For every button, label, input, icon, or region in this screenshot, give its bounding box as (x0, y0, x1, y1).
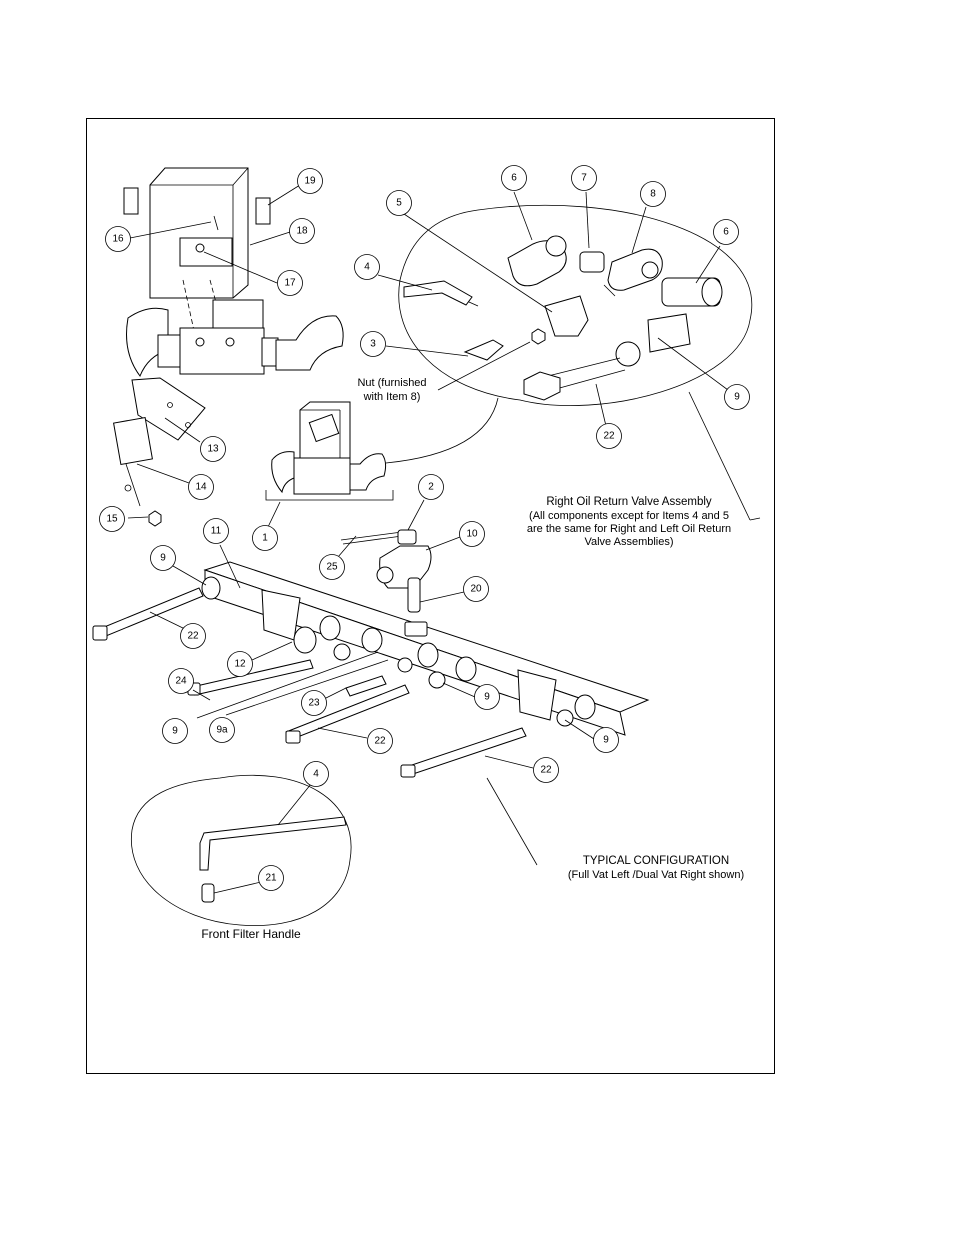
svg-text:1: 1 (262, 533, 268, 544)
callout-21: 21 (258, 865, 284, 891)
callout-18: 18 (289, 218, 315, 244)
leader-lines (127, 184, 761, 894)
callout-12: 12 (227, 651, 253, 677)
right-valve-bubble (398, 204, 753, 406)
gate-valve-assembly (340, 529, 432, 613)
svg-text:5: 5 (396, 198, 402, 209)
svg-text:23: 23 (308, 698, 320, 709)
svg-text:16: 16 (112, 234, 124, 245)
microswitch-assembly (113, 377, 206, 527)
svg-text:15: 15 (106, 514, 118, 525)
tubes (92, 587, 574, 778)
svg-text:7: 7 (581, 173, 587, 184)
callout-22d: 22 (533, 757, 559, 783)
callout-24: 24 (168, 668, 194, 694)
right-valve-note-line3: Valve Assemblies) (584, 536, 673, 548)
svg-text:9: 9 (484, 692, 490, 703)
callout-20: 20 (463, 576, 489, 602)
callout-19: 19 (297, 168, 323, 194)
callout-17: 17 (277, 270, 303, 296)
svg-text:9a: 9a (216, 725, 228, 736)
svg-text:22: 22 (540, 765, 552, 776)
callout-9-a: 9a (209, 717, 235, 743)
diagram-frame (86, 118, 775, 1074)
svg-text:14: 14 (195, 482, 207, 493)
callout-9e: 9 (593, 727, 619, 753)
svg-text:13: 13 (207, 444, 219, 455)
callout-22c: 22 (367, 728, 393, 754)
svg-text:22: 22 (374, 736, 386, 747)
nut-note-line1: Nut (furnished (357, 377, 426, 389)
svg-text:9: 9 (172, 726, 178, 737)
callout-8: 8 (640, 181, 666, 207)
svg-text:9: 9 (160, 553, 166, 564)
callout-3: 3 (360, 331, 386, 357)
right-valve-note-line1: (All components except for Items 4 and 5 (529, 510, 729, 522)
svg-text:6: 6 (511, 173, 517, 184)
svg-text:10: 10 (466, 529, 478, 540)
callout-9d: 9 (474, 684, 500, 710)
svg-text:24: 24 (175, 676, 187, 687)
svg-text:21: 21 (265, 873, 277, 884)
right-valve-note-line2: are the same for Right and Left Oil Retu… (527, 523, 731, 535)
typical-configuration-title: TYPICAL CONFIGURATION (583, 855, 729, 867)
svg-text:4: 4 (364, 262, 370, 273)
svg-text:12: 12 (234, 659, 246, 670)
callout-2: 2 (418, 474, 444, 500)
svg-text:17: 17 (284, 278, 296, 289)
svg-text:9: 9 (734, 392, 740, 403)
svg-text:18: 18 (296, 226, 308, 237)
svg-text:25: 25 (326, 562, 338, 573)
callout-7: 7 (571, 165, 597, 191)
svg-text:19: 19 (304, 176, 316, 187)
callout-25: 25 (319, 554, 345, 580)
callout-4b: 4 (303, 761, 329, 787)
front-filter-handle-label: Front Filter Handle (201, 927, 301, 941)
svg-text:2: 2 (428, 482, 434, 493)
svg-text:3: 3 (370, 339, 376, 350)
callout-6b: 6 (713, 219, 739, 245)
valve-box-assembly (123, 167, 344, 378)
callout-6a: 6 (501, 165, 527, 191)
svg-text:6: 6 (723, 227, 729, 238)
svg-text:11: 11 (211, 526, 222, 537)
callout-10: 10 (459, 521, 485, 547)
svg-text:22: 22 (603, 431, 615, 442)
callout-23: 23 (301, 690, 327, 716)
svg-text:8: 8 (650, 189, 656, 200)
svg-text:9: 9 (603, 735, 609, 746)
small-assembly-item-1 (265, 397, 499, 501)
callout-4a: 4 (354, 254, 380, 280)
nut-note-line2: with Item 8) (363, 391, 421, 403)
svg-text:22: 22 (187, 631, 199, 642)
svg-text:4: 4 (313, 769, 319, 780)
callout-11: 11 (203, 518, 229, 544)
manifold (201, 561, 650, 736)
svg-text:20: 20 (470, 584, 482, 595)
callout-13: 13 (200, 436, 226, 462)
callout-9b: 9 (150, 545, 176, 571)
callout-1: 1 (252, 525, 278, 551)
callout-14: 14 (188, 474, 214, 500)
callout-9c: 9 (162, 718, 188, 744)
callout-22b: 22 (180, 623, 206, 649)
callout-16: 16 (105, 226, 131, 252)
callout-9a: 9 (724, 384, 750, 410)
front-filter-handle-bubble (130, 774, 352, 927)
callout-15: 15 (99, 506, 125, 532)
typical-configuration-sub: (Full Vat Left /Dual Vat Right shown) (568, 869, 744, 881)
callout-5: 5 (386, 190, 412, 216)
right-valve-title: Right Oil Return Valve Assembly (546, 496, 712, 508)
callout-22a: 22 (596, 423, 622, 449)
